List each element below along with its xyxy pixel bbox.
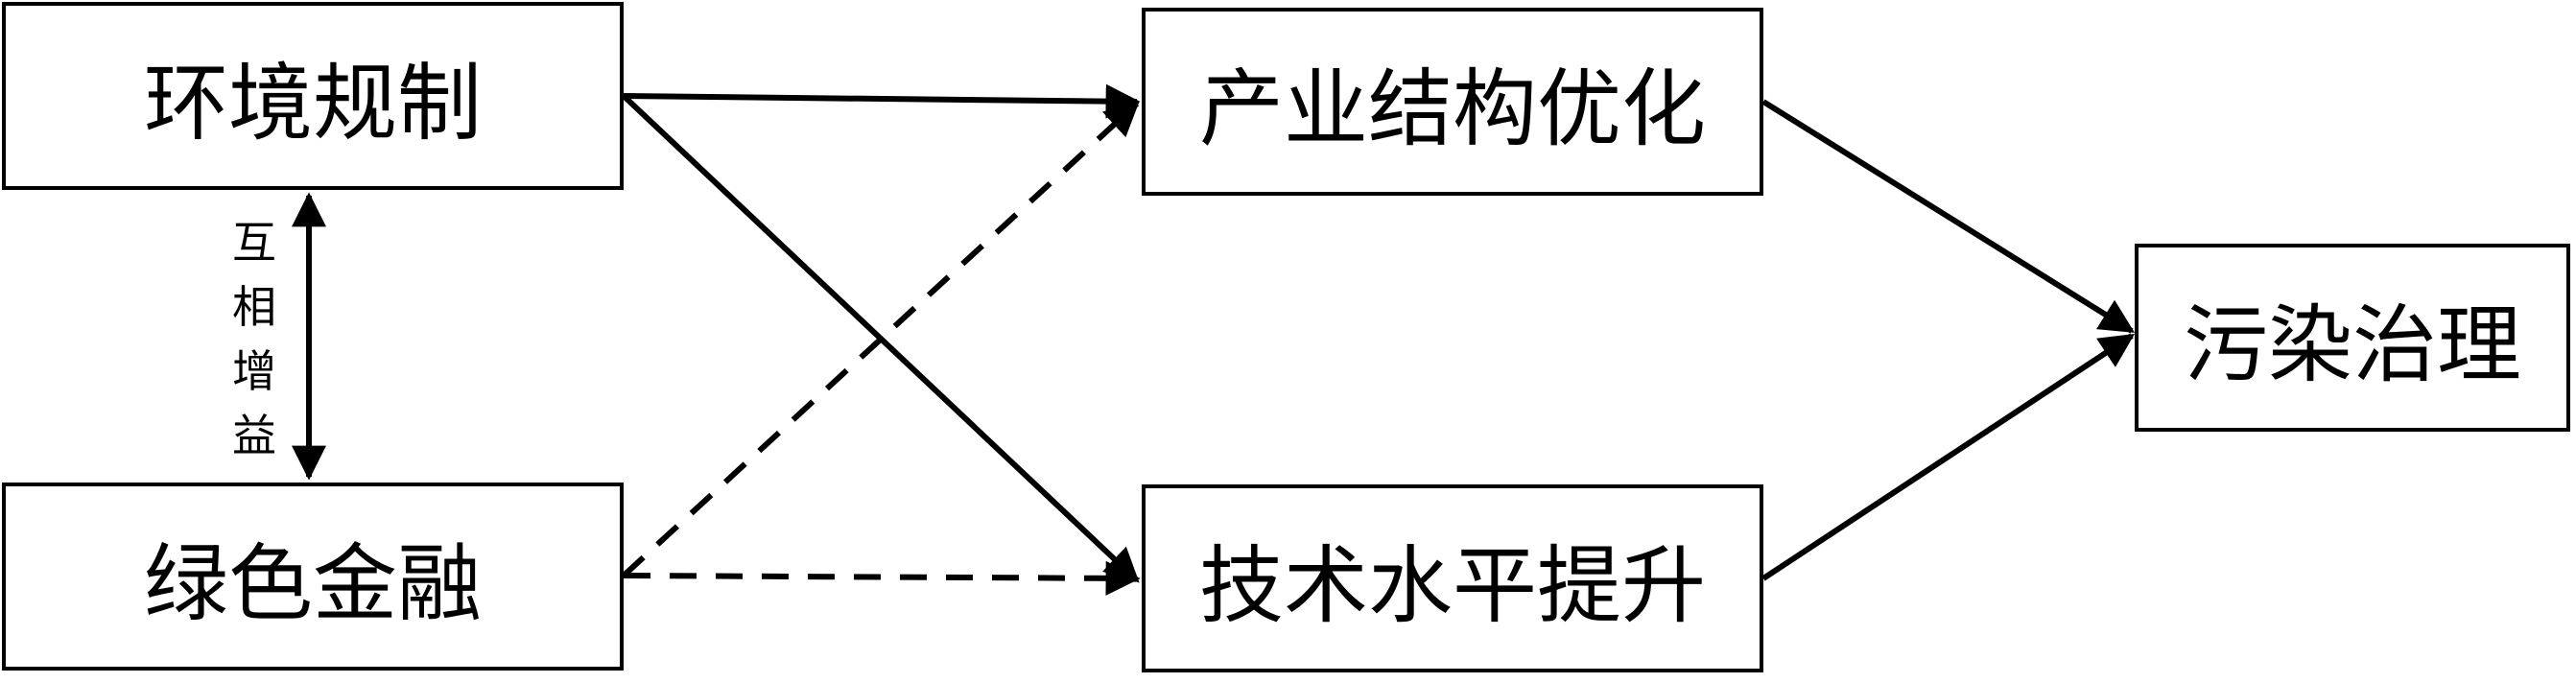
node-environmental-regulation: 环境规制 <box>2 2 624 190</box>
node-technology-level-label: 技术水平提升 <box>1198 535 1706 635</box>
mutual-label-char: 增 <box>232 345 276 397</box>
edge-finance-to-industry <box>621 101 1140 578</box>
node-green-finance: 绿色金融 <box>2 483 624 671</box>
edge-finance-to-tech <box>623 560 1141 596</box>
node-environmental-regulation-label: 环境规制 <box>143 53 482 153</box>
node-green-finance-label: 绿色金融 <box>143 533 482 633</box>
edge-env-to-industry <box>623 83 1141 119</box>
node-industrial-structure: 产业结构优化 <box>1142 8 1763 196</box>
edge-tech-to-pollution <box>1761 333 2136 581</box>
edge-env-to-tech <box>621 93 1140 583</box>
node-pollution-control: 污染治理 <box>2135 244 2570 432</box>
node-industrial-structure-label: 产业结构优化 <box>1198 59 1706 158</box>
edge-industry-to-pollution <box>1761 99 2136 334</box>
node-technology-level: 技术水平提升 <box>1142 484 1763 672</box>
node-pollution-control-label: 污染治理 <box>2183 294 2521 394</box>
mutual-label-char: 益 <box>232 410 276 461</box>
mutual-reinforcement-label: 互 相 增 益 <box>225 211 283 468</box>
mutual-label-char: 互 <box>232 217 276 269</box>
mutual-label-char: 相 <box>232 281 276 333</box>
